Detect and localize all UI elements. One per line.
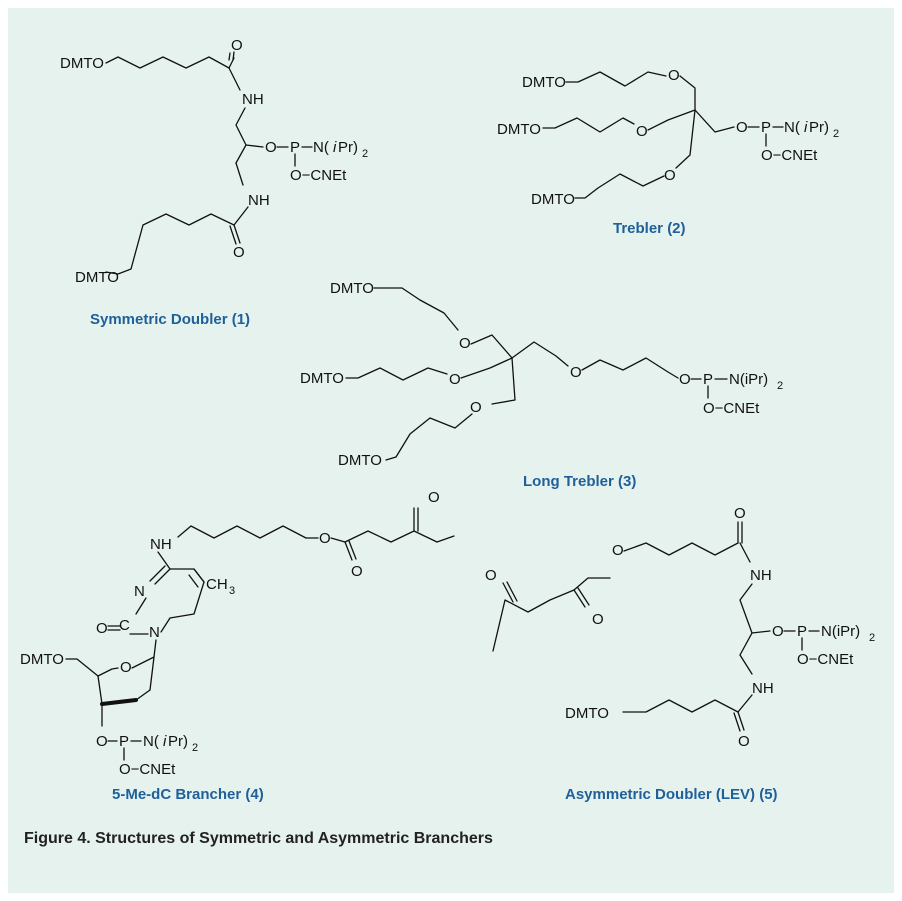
o-label: O [319, 530, 331, 547]
o-cnet-label: O−CNEt [703, 400, 760, 417]
p-label: P [119, 733, 129, 750]
o-label: O [449, 371, 461, 388]
i-label: i [804, 119, 808, 136]
c-label: C [119, 617, 130, 634]
p-label: P [703, 371, 713, 388]
n-label: N [134, 583, 145, 600]
o-label: O [736, 119, 748, 136]
sub-2: 2 [192, 742, 198, 754]
nh-label: NH [248, 192, 270, 209]
nh-label: NH [242, 91, 264, 108]
n-label: N( [313, 139, 329, 156]
o-label: O [772, 623, 784, 640]
sub-2: 2 [362, 148, 368, 160]
o-label: O [96, 733, 108, 750]
o-label: O [570, 364, 582, 381]
caption-structure-3: Long Trebler (3) [523, 473, 636, 490]
dmto-label: DMTO [497, 121, 541, 138]
n-label: N( [143, 733, 159, 750]
caption-structure-2: Trebler (2) [613, 220, 686, 237]
nh-label: NH [150, 536, 172, 553]
dmto-label: DMTO [531, 191, 575, 208]
pr-label: Pr) [168, 733, 188, 750]
n-ipr-label: N(iPr) [729, 371, 768, 388]
p-label: P [797, 623, 807, 640]
dmto-label: DMTO [20, 651, 64, 668]
o-label: O [96, 620, 108, 637]
o-cnet-label: O−CNEt [797, 651, 854, 668]
o-label: O [459, 335, 471, 352]
sub-2: 2 [833, 128, 839, 140]
o-label: O [485, 567, 497, 584]
figure-caption: Figure 4. Structures of Symmetric and As… [24, 830, 493, 847]
sub-2: 2 [869, 632, 875, 644]
o-label: O [231, 37, 243, 54]
p-label: P [761, 119, 771, 136]
structure-asymmetric-doubler: O O O O NH O P N(iPr) 2 O−CNEt NH O DMTO… [485, 505, 875, 803]
dmto-label: DMTO [565, 705, 609, 722]
o-label: O [664, 167, 676, 184]
o-label: O [612, 542, 624, 559]
o-label: O [734, 505, 746, 522]
o-label: O [265, 139, 277, 156]
o-label: O [351, 563, 363, 580]
dmto-label: DMTO [522, 74, 566, 91]
o-cnet-label: O−CNEt [290, 167, 347, 184]
dmto-label: DMTO [60, 55, 104, 72]
structure-trebler: DMTO O DMTO O O P N( i Pr) 2 O−CNEt O DM… [497, 67, 839, 237]
figure-panel [8, 8, 894, 893]
nh-label: NH [752, 680, 774, 697]
o-cnet-label: O−CNEt [761, 147, 818, 164]
i-label: i [333, 139, 337, 156]
o-label: O [668, 67, 680, 84]
structure-5-me-dc-brancher: O O O NH CH 3 N C O N DMTO O O [20, 489, 455, 803]
dmto-label: DMTO [330, 280, 374, 297]
pr-label: Pr) [809, 119, 829, 136]
structure-symmetric-doubler: DMTO O NH O P N( i Pr) 2 O−CNEt NH O DMT… [60, 37, 368, 328]
sub-2: 2 [777, 380, 783, 392]
o-label: O [679, 371, 691, 388]
sub-3: 3 [229, 585, 235, 597]
nh-label: NH [750, 567, 772, 584]
i-label: i [163, 733, 167, 750]
o-label: O [233, 244, 245, 261]
dmto-label: DMTO [300, 370, 344, 387]
structure-long-trebler: DMTO O DMTO O O O P N(iPr) 2 O−CNEt O DM… [300, 280, 783, 490]
o-label: O [470, 399, 482, 416]
p-label: P [290, 139, 300, 156]
caption-structure-4: 5-Me-dC Brancher (4) [112, 786, 264, 803]
n-label: N [149, 624, 160, 641]
o-cnet-label: O−CNEt [119, 761, 176, 778]
caption-structure-1: Symmetric Doubler (1) [90, 311, 250, 328]
o-label: O [636, 123, 648, 140]
n-label: N( [784, 119, 800, 136]
dmto-label: DMTO [75, 269, 119, 286]
o-label: O [738, 733, 750, 750]
caption-structure-5: Asymmetric Doubler (LEV) (5) [565, 786, 778, 803]
dmto-label: DMTO [338, 452, 382, 469]
o-label: O [428, 489, 440, 506]
ch3-label: CH [206, 576, 228, 593]
o-label: O [592, 611, 604, 628]
n-ipr-label: N(iPr) [821, 623, 860, 640]
o-label: O [120, 659, 132, 676]
pr-label: Pr) [338, 139, 358, 156]
